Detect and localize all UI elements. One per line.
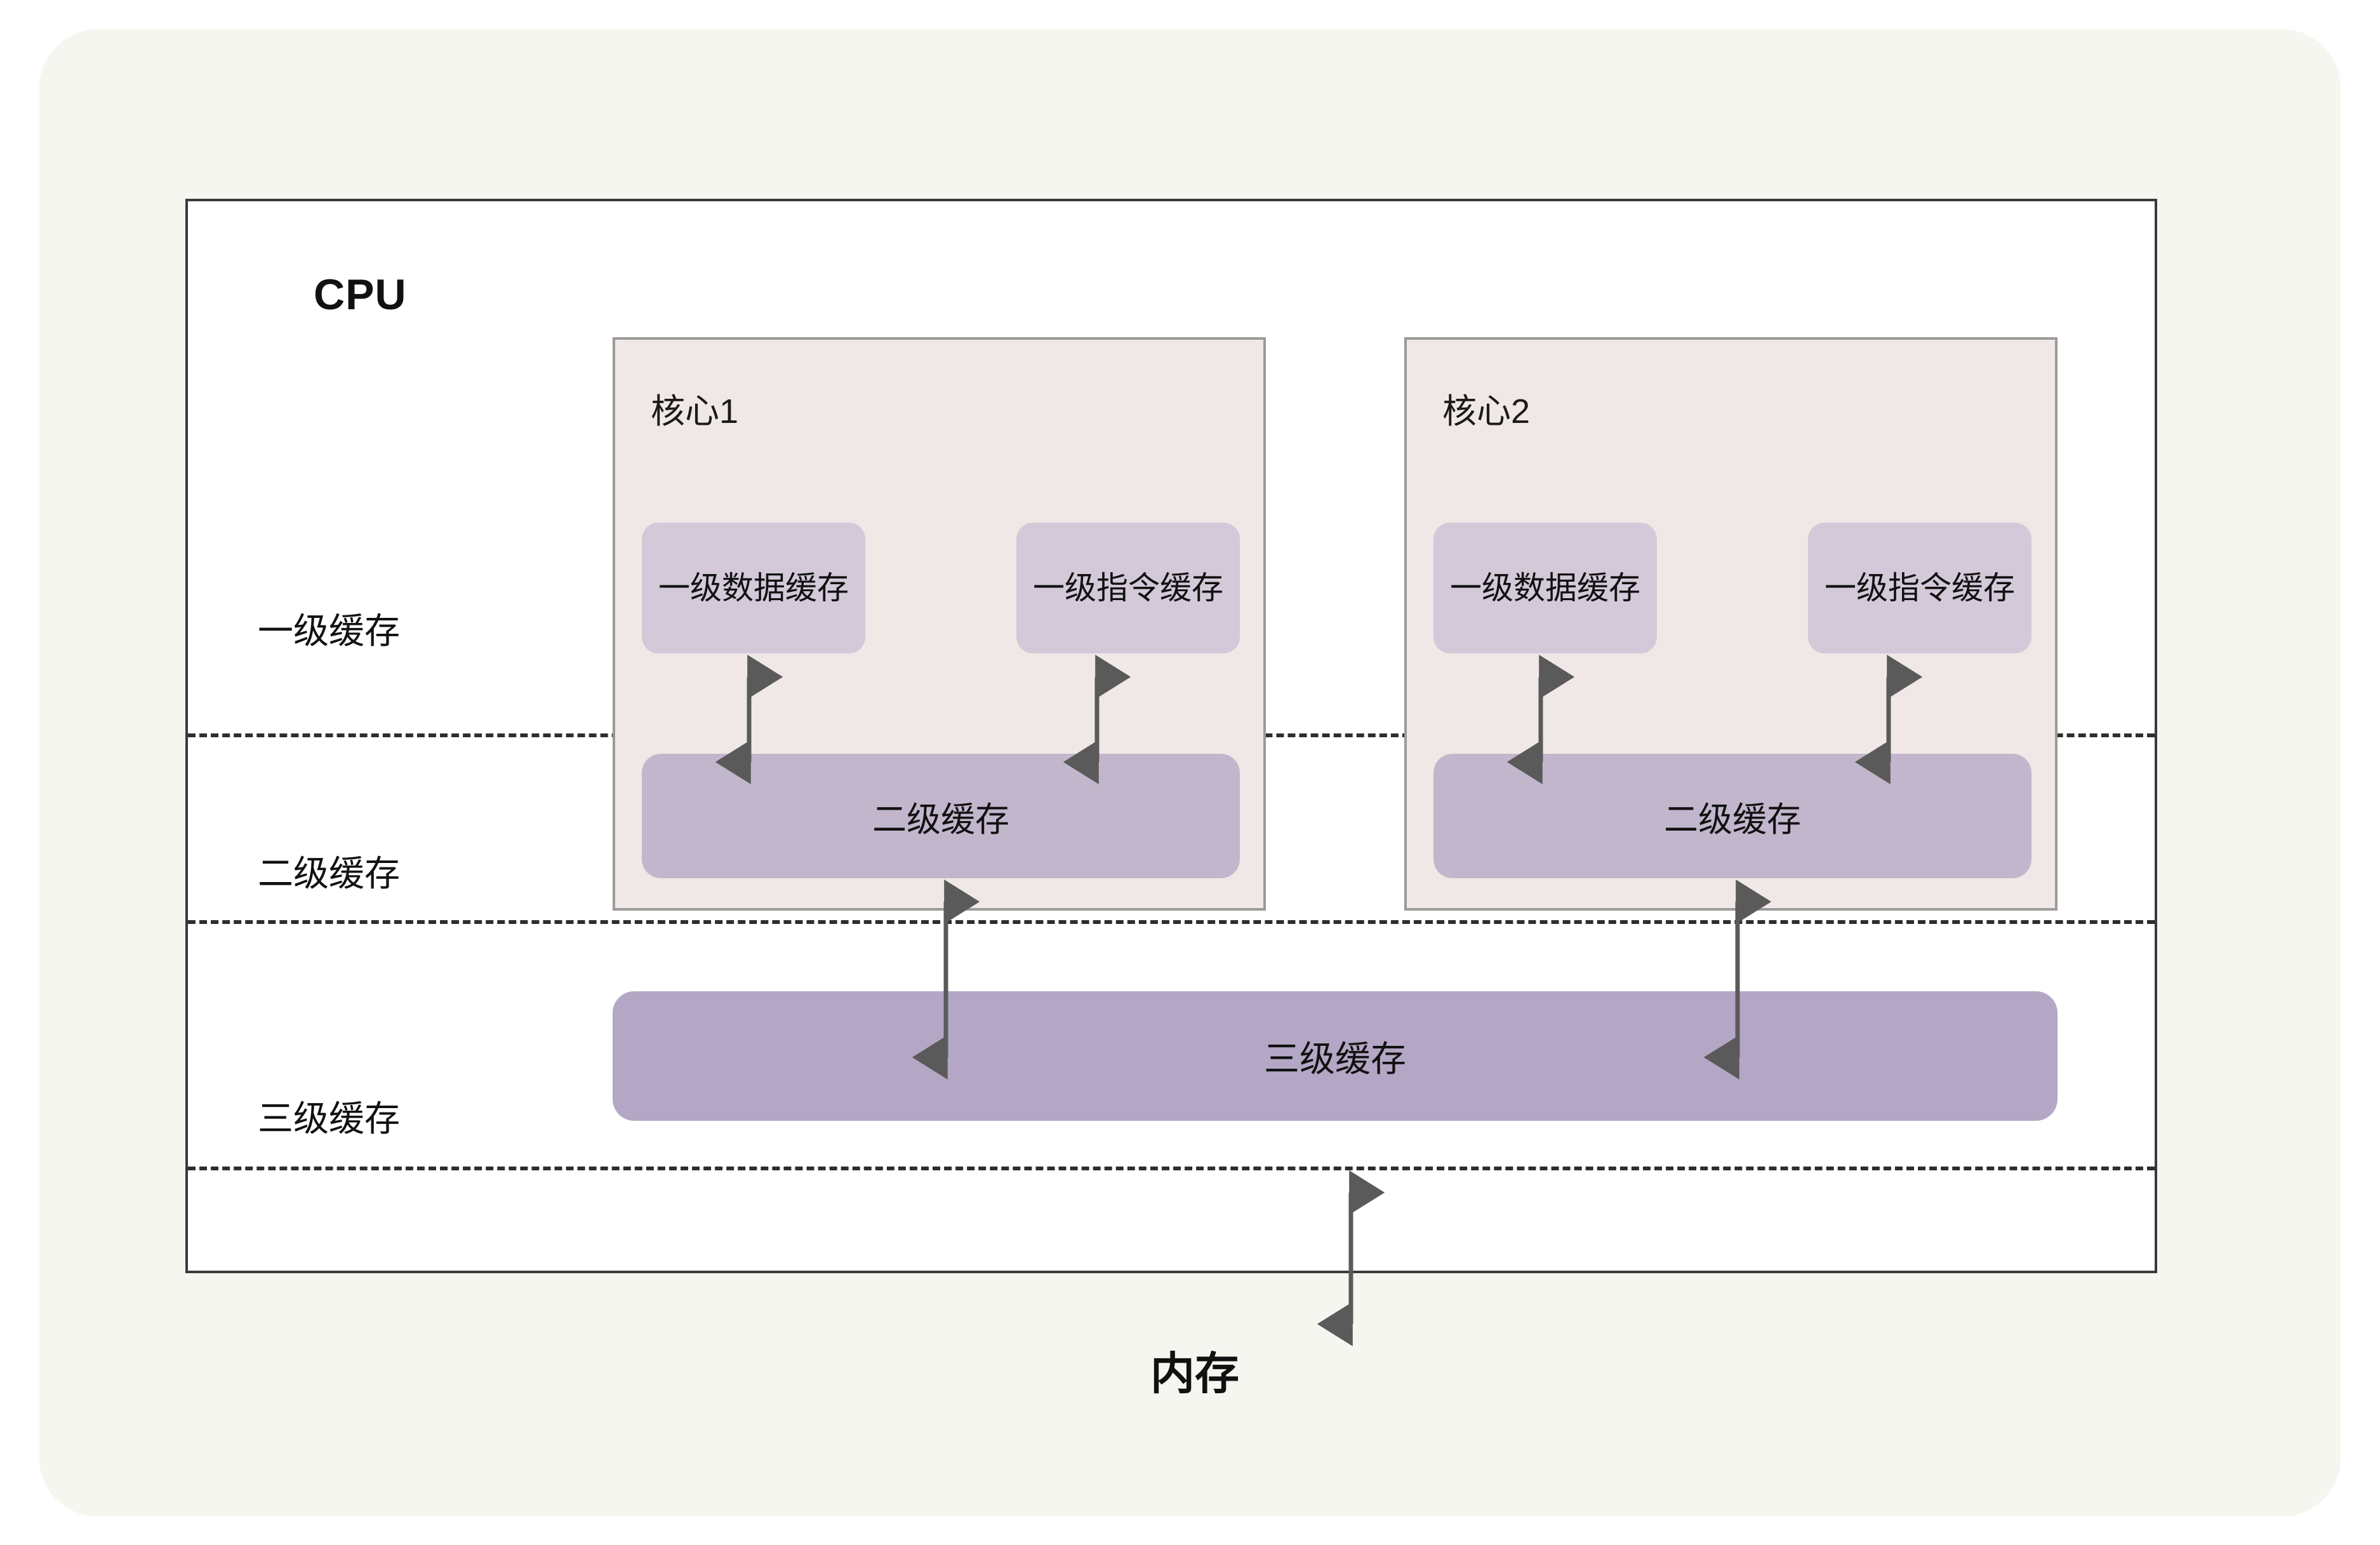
core-panel-2: 核心2 一级数据缓存 一级指令缓存 二级缓存 [1404, 337, 2058, 911]
divider-l3-memory [188, 1167, 2155, 1170]
cpu-title: CPU [314, 271, 407, 319]
core-panel-1: 核心1 一级数据缓存 一级指令缓存 二级缓存 [613, 337, 1266, 911]
row-label-l3: 三级缓存 [258, 1099, 400, 1139]
core-1-title: 核心1 [651, 392, 739, 431]
core-2-l1-data-cache: 一级数据缓存 [1433, 523, 1657, 653]
cpu-container: CPU 一级缓存 二级缓存 三级缓存 核心1 一级数据缓存 一级指令缓存 二级缓… [185, 199, 2157, 1273]
row-label-l2: 二级缓存 [258, 853, 400, 893]
l3-cache-bar: 三级缓存 [613, 991, 2058, 1121]
core-1-l2-cache: 二级缓存 [642, 754, 1240, 878]
memory-label: 内存 [1150, 1349, 1239, 1398]
row-label-l1: 一级缓存 [258, 611, 400, 651]
core-2-l2-cache: 二级缓存 [1433, 754, 2031, 878]
core-2-title: 核心2 [1442, 392, 1531, 431]
core-1-l1-data-cache: 一级数据缓存 [642, 523, 865, 653]
core-1-l1-instruction-cache: 一级指令缓存 [1016, 523, 1240, 653]
core-2-l1-instruction-cache: 一级指令缓存 [1808, 523, 2031, 653]
divider-l2-l3 [188, 920, 2155, 924]
